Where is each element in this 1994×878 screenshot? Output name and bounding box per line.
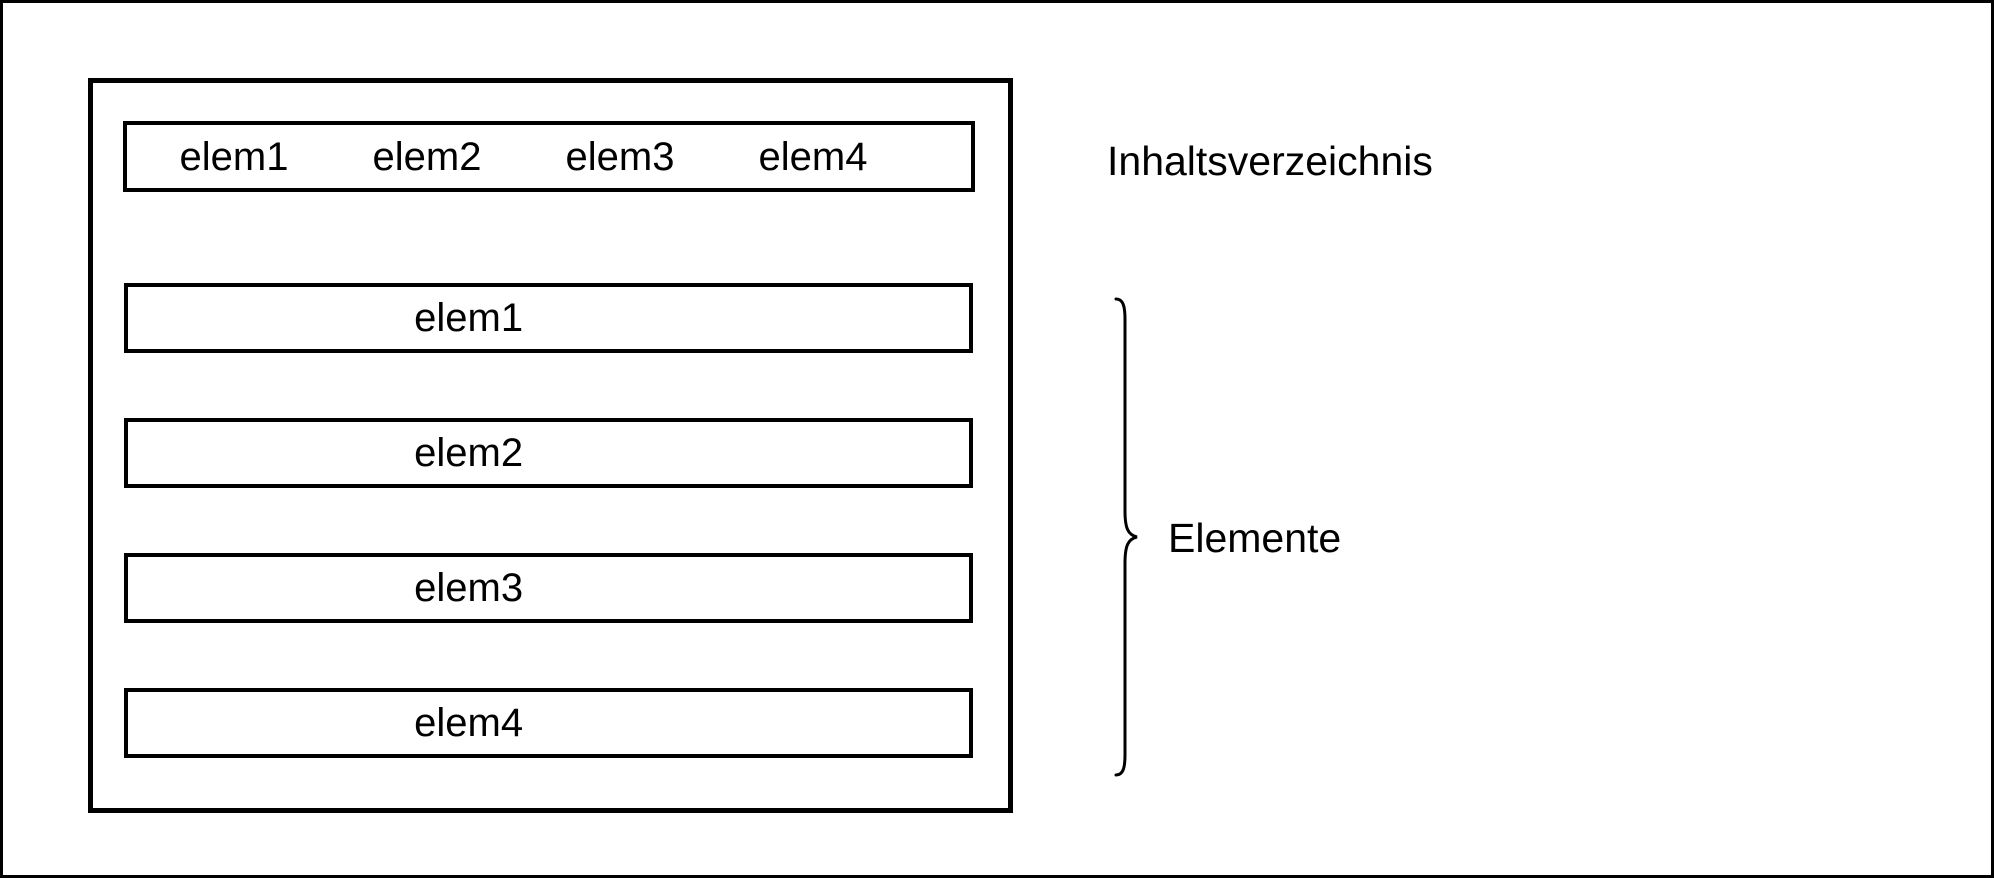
toc-item-3: elem3	[565, 134, 675, 179]
element-row-label-wrap: elem3	[128, 568, 809, 608]
toc-bar: elem1 elem2 elem3 elem4	[123, 121, 975, 192]
curly-brace-icon	[1114, 297, 1138, 777]
element-row-label-wrap: elem4	[128, 703, 809, 743]
toc-item-4: elem4	[758, 134, 868, 179]
element-row-3: elem3	[124, 553, 973, 623]
toc-item-2: elem2	[372, 134, 482, 179]
elements-annotation-label: Elemente	[1168, 515, 1342, 561]
element-row-4: elem4	[124, 688, 973, 758]
element-row-label-wrap: elem1	[128, 298, 809, 338]
toc-annotation-label: Inhaltsverzeichnis	[1107, 138, 1433, 184]
element-row-label: elem3	[414, 566, 524, 610]
document-box: elem1 elem2 elem3 elem4 elem1 elem2 elem…	[88, 78, 1013, 813]
element-row-1: elem1	[124, 283, 973, 353]
element-row-2: elem2	[124, 418, 973, 488]
element-row-label-wrap: elem2	[128, 433, 809, 473]
element-row-label: elem2	[414, 431, 524, 475]
element-row-label: elem1	[414, 296, 524, 340]
toc-item-1: elem1	[179, 134, 289, 179]
element-row-label: elem4	[414, 701, 524, 745]
